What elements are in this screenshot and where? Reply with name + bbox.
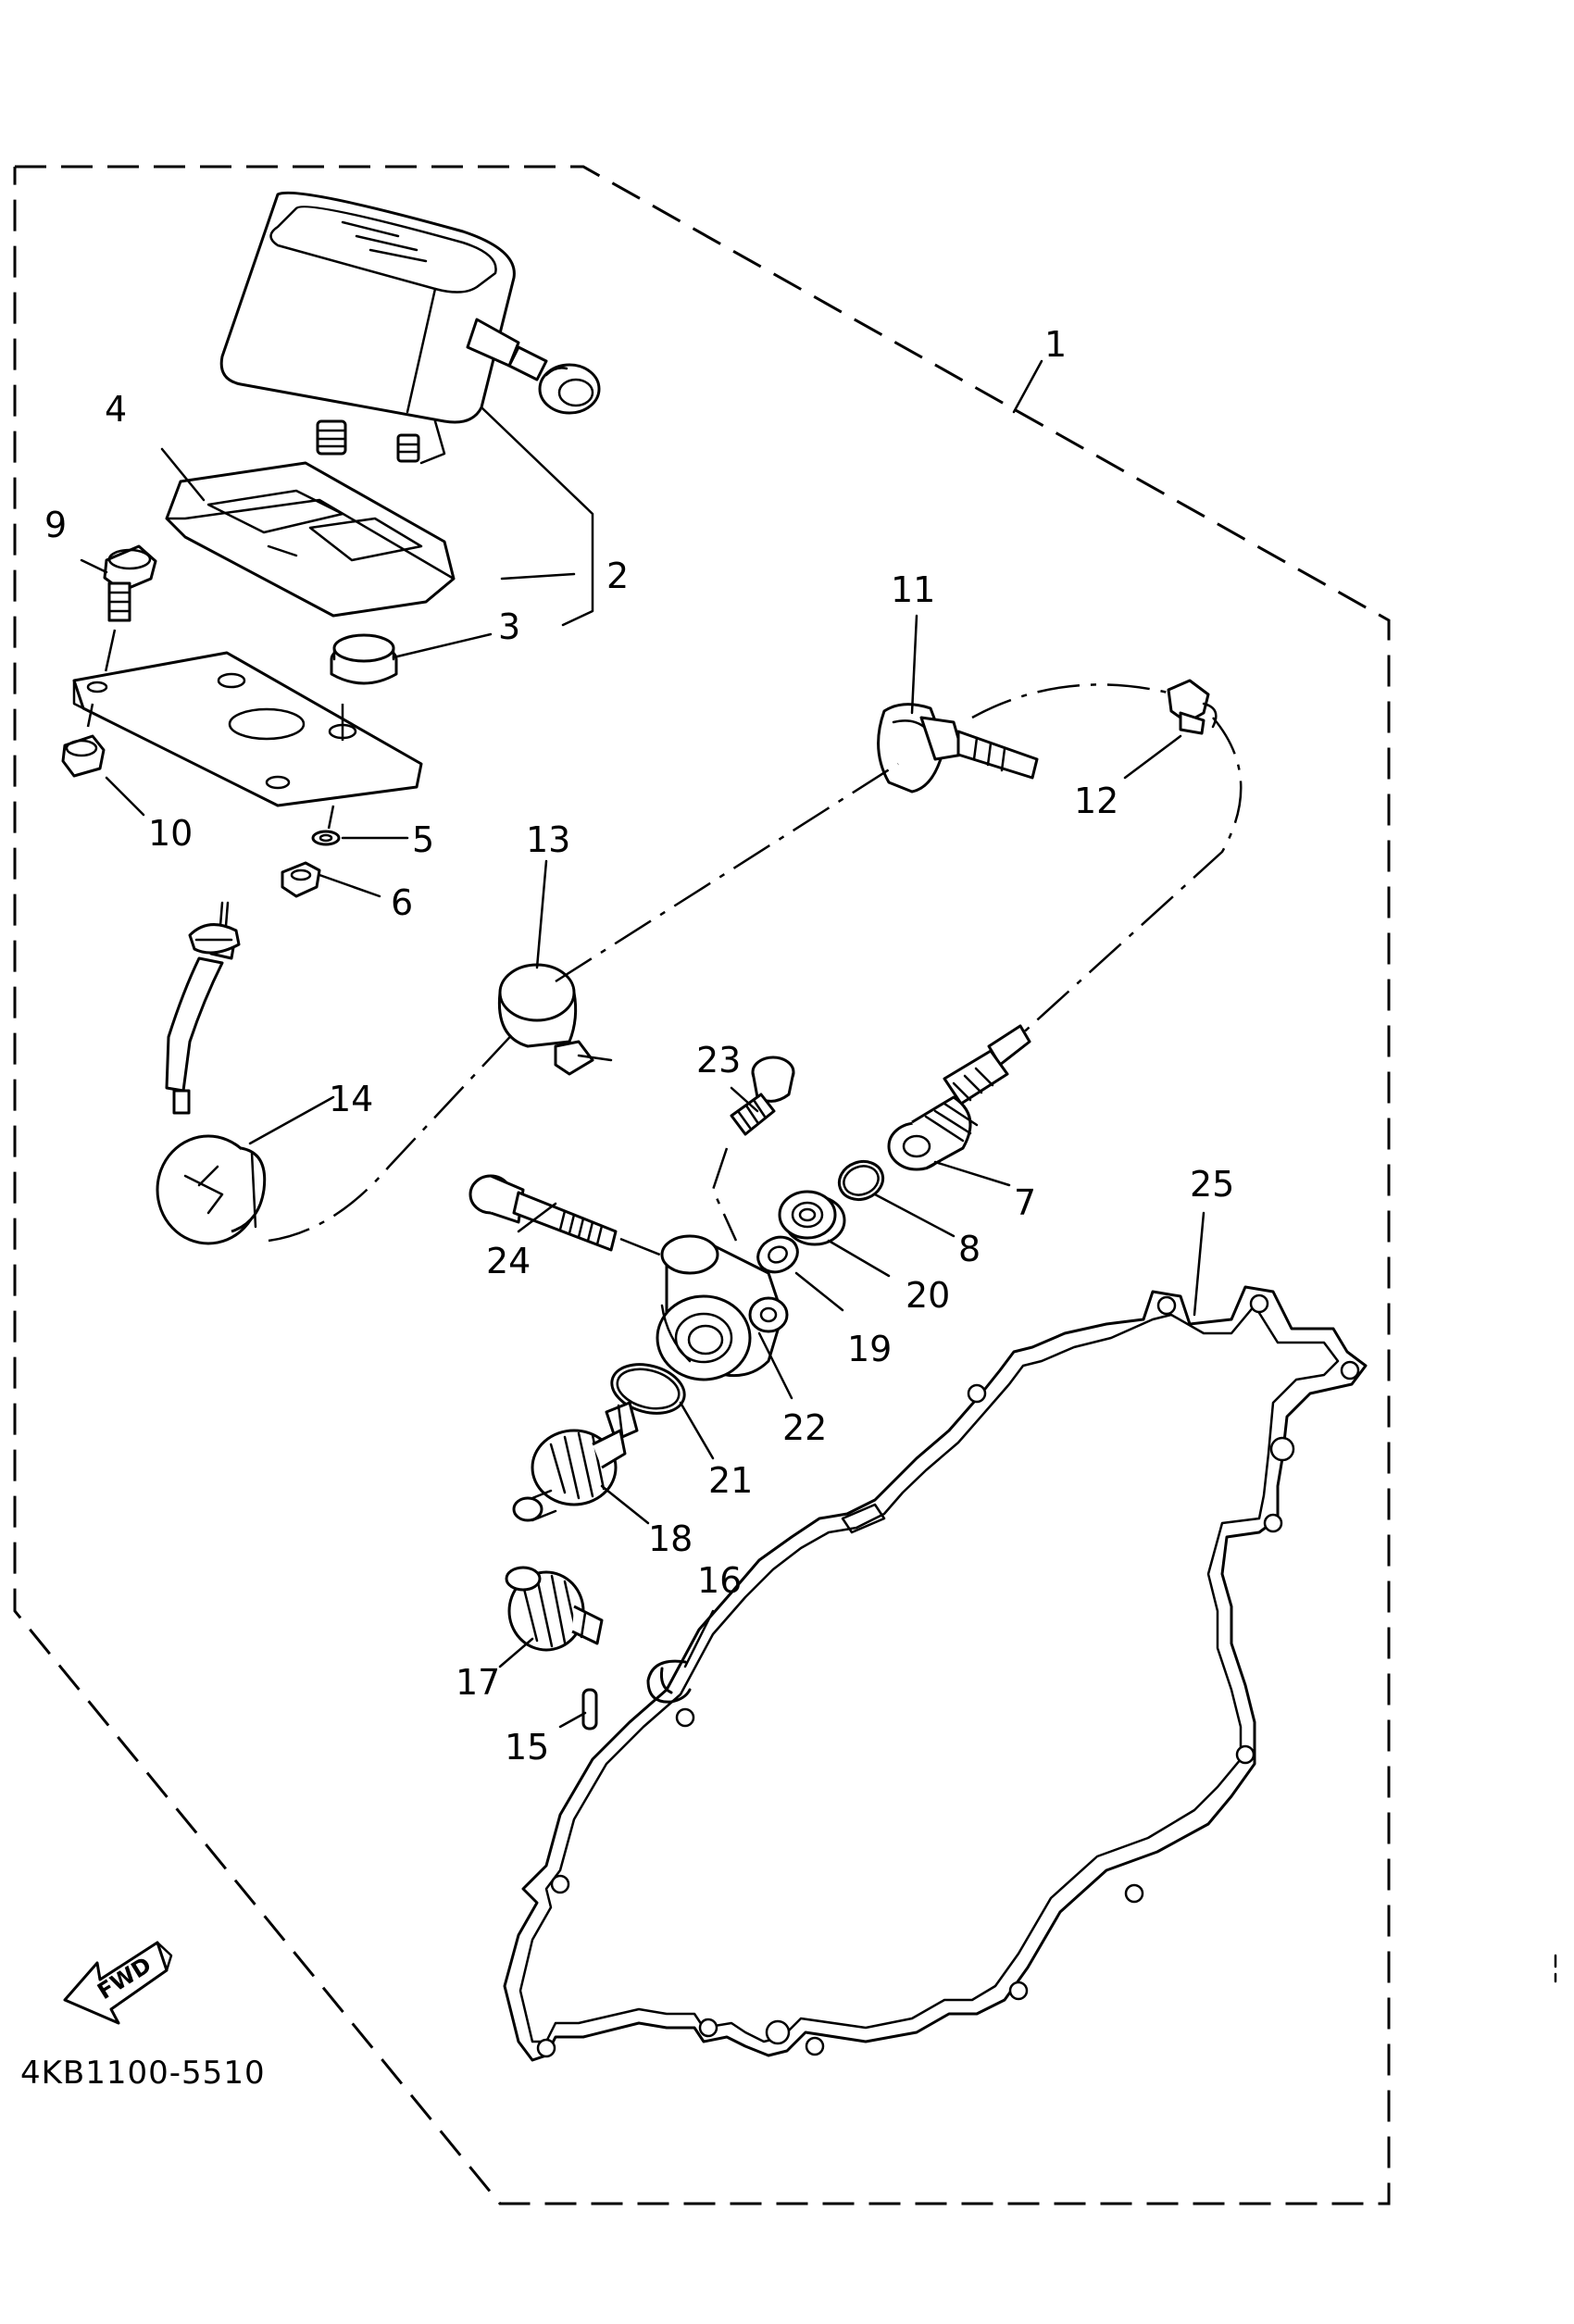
callout-15: 15 xyxy=(505,1727,549,1768)
callout-20: 20 xyxy=(906,1275,950,1316)
callout-3: 3 xyxy=(498,606,520,647)
pin-15-part xyxy=(581,1688,598,1731)
screw-23-part xyxy=(711,1056,795,1242)
callout-13: 13 xyxy=(526,819,570,860)
o-ring-8-part xyxy=(837,1159,885,1202)
callout-24: 24 xyxy=(486,1241,531,1281)
bearing-20-part xyxy=(778,1190,846,1246)
nut-6-part xyxy=(281,861,321,898)
clip-12-part xyxy=(1167,679,1218,735)
callout-5: 5 xyxy=(412,819,434,860)
drawing-code: 4KB1100-5510 xyxy=(20,2055,266,2092)
callout-21: 21 xyxy=(708,1460,753,1501)
callout-12: 12 xyxy=(1074,781,1118,821)
leader-lines xyxy=(80,359,1205,1729)
callout-23: 23 xyxy=(696,1040,741,1081)
callout-2: 2 xyxy=(606,556,629,596)
callout-4: 4 xyxy=(105,389,127,430)
callout-19: 19 xyxy=(847,1329,892,1369)
meter-assembly-part xyxy=(219,191,601,465)
grommet-part xyxy=(330,633,398,685)
gear-18-part xyxy=(512,1401,639,1522)
gear-17-part xyxy=(505,1566,604,1652)
washer-5-part xyxy=(311,805,341,846)
callout-1: 1 xyxy=(1044,324,1067,365)
callout-10: 10 xyxy=(148,813,193,854)
bolt-24-part xyxy=(468,1174,668,1259)
callout-17: 17 xyxy=(456,1662,500,1703)
meter-cable-part xyxy=(156,901,267,1245)
kit-boundary xyxy=(13,165,1391,2205)
callout-25: 25 xyxy=(1190,1164,1234,1205)
callout-8: 8 xyxy=(958,1229,981,1269)
callout-6: 6 xyxy=(391,882,413,923)
cable-routing-lines xyxy=(268,683,1243,1243)
cable-tie-11-part xyxy=(877,703,1039,793)
callout-7: 7 xyxy=(1014,1182,1036,1223)
clamp-13-part xyxy=(497,963,613,1076)
drive-cable-end-7-part xyxy=(887,1024,1031,1171)
gasket-25-part xyxy=(503,1285,1368,2062)
gear-housing-22-part xyxy=(656,1234,789,1381)
callout-22: 22 xyxy=(782,1407,827,1448)
forward-direction-badge: FWD xyxy=(63,1941,173,2025)
callout-16: 16 xyxy=(697,1560,742,1601)
meter-cushion-part xyxy=(165,461,456,618)
meter-bracket-part xyxy=(72,651,423,807)
washer-19-part xyxy=(756,1235,799,1274)
circlip-16-part xyxy=(646,1659,692,1704)
nut-10-part xyxy=(61,703,106,778)
o-ring-8-inner xyxy=(843,1165,880,1196)
bolt-9-part xyxy=(102,544,157,681)
callout-9: 9 xyxy=(44,505,67,545)
callout-18: 18 xyxy=(648,1518,693,1559)
callout-labels: 1 2 3 4 5 6 7 8 9 10 11 12 13 14 15 16 1… xyxy=(44,324,1234,1768)
callout-14: 14 xyxy=(329,1079,373,1119)
o-ring-21-part xyxy=(610,1363,686,1415)
callout-11: 11 xyxy=(891,569,935,610)
